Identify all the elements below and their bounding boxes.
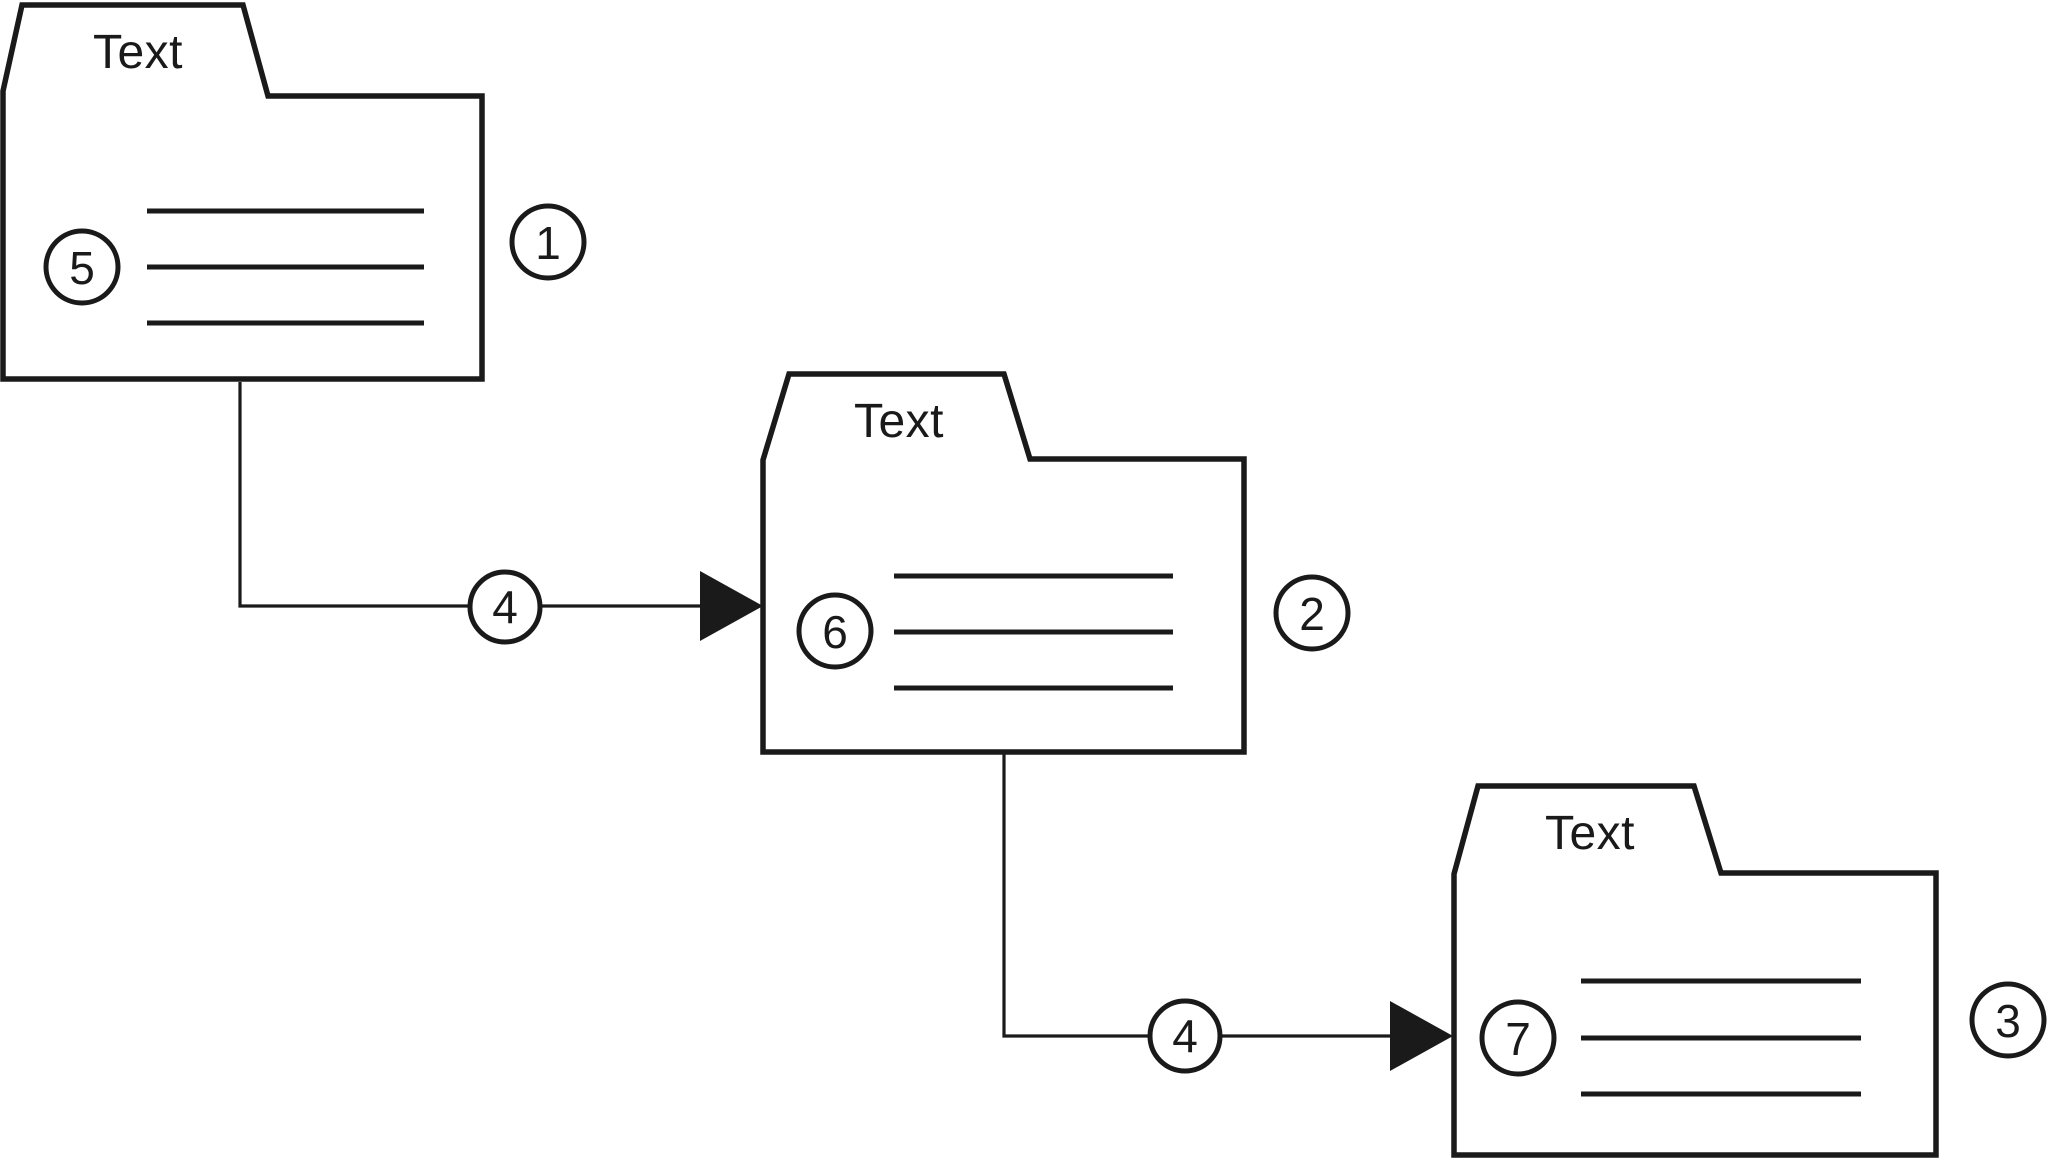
connector-2-arrowhead-icon xyxy=(1390,1001,1453,1071)
folder-1-content-marker: 5 xyxy=(43,228,121,306)
folder-1-shape xyxy=(0,2,485,382)
folder-3-ref-marker-label: 3 xyxy=(1995,995,2021,1047)
connector-2-label-circle xyxy=(1147,998,1223,1074)
folder-2: Text 6 2 xyxy=(760,371,1351,755)
folder-3-shape xyxy=(1451,783,1939,1158)
folder-2-shape xyxy=(760,371,1247,755)
connector-1: 4 xyxy=(238,382,763,645)
folder-2-ref-marker-circle xyxy=(1273,574,1351,652)
folder-3-content-marker-label: 7 xyxy=(1505,1013,1531,1065)
connector-1-line xyxy=(238,382,701,608)
connector-1-label-circle xyxy=(467,569,543,645)
folder-3-ref-marker: 3 xyxy=(1969,981,2047,1059)
connector-2: 4 xyxy=(1002,754,1453,1074)
folder-3: Text 7 3 xyxy=(1451,783,2047,1158)
folder-3-tab-label: Text xyxy=(1545,807,1635,860)
folder-1: Text 5 1 xyxy=(0,2,587,382)
folder-2-content-marker-label: 6 xyxy=(822,606,848,658)
connector-2-label: 4 xyxy=(1172,1010,1198,1062)
folder-1-content-marker-circle xyxy=(43,228,121,306)
folder-3-content-marker: 7 xyxy=(1479,999,1557,1077)
folder-2-content-lines xyxy=(894,573,1173,691)
connector-1-label: 4 xyxy=(492,581,518,633)
folder-3-ref-marker-circle xyxy=(1969,981,2047,1059)
folder-3-content-lines xyxy=(1581,978,1861,1097)
folder-3-content-marker-circle xyxy=(1479,999,1557,1077)
folder-1-ref-marker: 1 xyxy=(509,203,587,281)
folder-2-ref-marker: 2 xyxy=(1273,574,1351,652)
folder-1-tab-label: Text xyxy=(93,26,183,79)
folder-1-ref-marker-circle xyxy=(509,203,587,281)
folder-2-content-marker-circle xyxy=(796,592,874,670)
folder-2-ref-marker-label: 2 xyxy=(1299,588,1325,640)
folder-2-content-marker: 6 xyxy=(796,592,874,670)
folder-1-content-marker-label: 5 xyxy=(69,242,95,294)
folder-1-ref-marker-label: 1 xyxy=(535,217,561,269)
connector-2-line xyxy=(1002,754,1391,1038)
connector-1-arrowhead-icon xyxy=(700,571,763,641)
folder-2-tab-label: Text xyxy=(854,395,944,448)
folder-1-content-lines xyxy=(147,208,424,326)
